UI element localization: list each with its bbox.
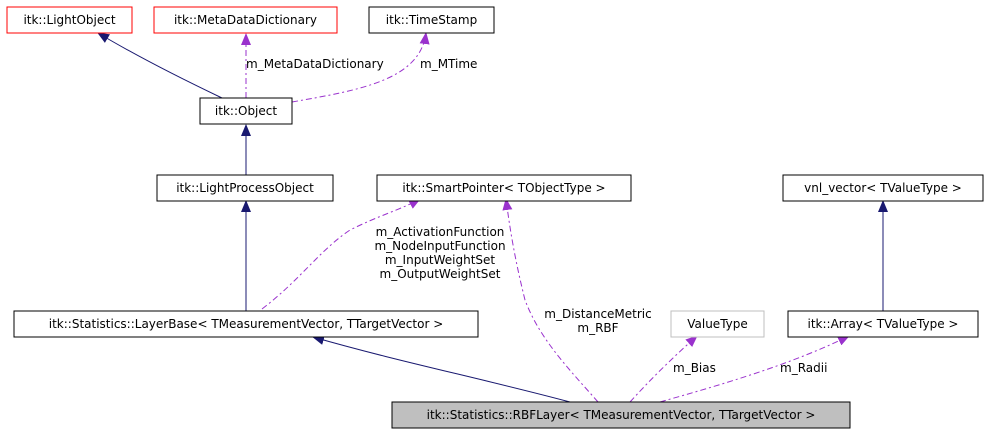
edge-array-to-rbf-layer xyxy=(659,335,850,403)
label-m-activation-function: m_ActivationFunction xyxy=(376,225,505,239)
label-m-radii: m_Radii xyxy=(780,361,827,375)
node-array[interactable]: itk::Array< TValueType > xyxy=(787,310,979,338)
label-m-rbf: m_RBF xyxy=(577,321,618,335)
edges xyxy=(97,32,888,403)
node-meta-data-dictionary[interactable]: itk::MetaDataDictionary xyxy=(153,6,338,34)
node-object[interactable]: itk::Object xyxy=(199,97,293,125)
node-label: itk::MetaDataDictionary xyxy=(174,13,317,27)
node-label: itk::SmartPointer< TObjectType > xyxy=(402,181,605,195)
node-layer-base[interactable]: itk::Statistics::LayerBase< TMeasurement… xyxy=(13,310,479,338)
edge-labels: m_MetaDataDictionary m_MTime m_Activatio… xyxy=(246,57,827,375)
node-vnl-vector[interactable]: vnl_vector< TValueType > xyxy=(782,174,984,202)
edge-smart-pointer-to-rbf-layer xyxy=(502,198,599,403)
edge-time-stamp-to-object xyxy=(291,32,430,103)
node-label: ValueType xyxy=(687,317,748,331)
label-m-input-weight-set: m_InputWeightSet xyxy=(385,253,496,267)
label-m-distance-metric: m_DistanceMetric xyxy=(544,307,651,321)
nodes: itk::LightObject itk::MetaDataDictionary… xyxy=(6,6,984,429)
label-m-bias: m_Bias xyxy=(673,361,716,375)
node-rbf-layer[interactable]: itk::Statistics::RBFLayer< TMeasurementV… xyxy=(391,401,851,429)
edge-smart-pointer-to-layer-base xyxy=(261,198,421,310)
node-smart-pointer[interactable]: itk::SmartPointer< TObjectType > xyxy=(376,174,632,202)
node-label: itk::Object xyxy=(215,104,277,118)
node-label: itk::LightProcessObject xyxy=(176,181,314,195)
node-label: itk::Statistics::LayerBase< TMeasurement… xyxy=(49,317,444,331)
node-value-type[interactable]: ValueType xyxy=(670,310,765,338)
node-label: itk::TimeStamp xyxy=(386,13,477,27)
label-m-meta-data-dictionary: m_MetaDataDictionary xyxy=(246,57,384,71)
node-label: itk::LightObject xyxy=(23,13,115,27)
node-label: vnl_vector< TValueType > xyxy=(804,181,962,195)
edge-value-type-to-rbf-layer xyxy=(629,335,698,403)
edge-rbf-layer-to-layer-base xyxy=(312,335,571,403)
label-m-mtime: m_MTime xyxy=(420,57,477,71)
node-label: itk::Statistics::RBFLayer< TMeasurementV… xyxy=(427,408,816,422)
edge-object-to-light-object xyxy=(97,32,223,99)
node-light-process-object[interactable]: itk::LightProcessObject xyxy=(156,174,334,202)
node-time-stamp[interactable]: itk::TimeStamp xyxy=(368,6,495,34)
node-label: itk::Array< TValueType > xyxy=(808,317,959,331)
label-m-output-weight-set: m_OutputWeightSet xyxy=(380,267,501,281)
node-light-object[interactable]: itk::LightObject xyxy=(6,6,133,34)
label-m-node-input-function: m_NodeInputFunction xyxy=(374,239,505,253)
